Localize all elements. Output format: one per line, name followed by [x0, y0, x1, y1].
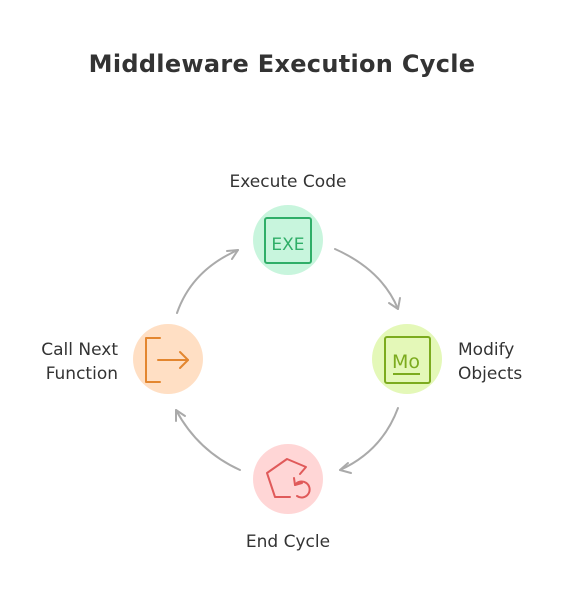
pentagon-cycle-icon: [266, 458, 311, 499]
exit-arrow-icon: [145, 337, 189, 383]
node-call-next-function: [133, 324, 203, 394]
exe-icon: EXE: [264, 217, 312, 264]
node-modify-objects: Mo: [372, 324, 442, 394]
node-end-cycle: [253, 444, 323, 514]
node-label-end-cycle: End Cycle: [245, 532, 331, 552]
node-label-call-next-function: Call Next Function: [41, 340, 118, 384]
svg-text:Mo: Mo: [392, 351, 420, 373]
node-label-execute-code: Execute Code: [229, 172, 347, 192]
arrow-call-next-to-execute: [176, 249, 239, 314]
arrow-execute-to-modify: [334, 248, 401, 310]
diagram-title: Middleware Execution Cycle: [88, 50, 476, 78]
mo-element-icon: Mo: [384, 336, 431, 384]
node-label-modify-objects: Modify Objects: [458, 340, 523, 384]
arrow-end-to-call-next: [175, 409, 241, 471]
svg-text:EXE: EXE: [271, 235, 304, 255]
arrow-modify-to-end: [339, 407, 399, 474]
node-execute-code: EXE: [253, 205, 323, 275]
